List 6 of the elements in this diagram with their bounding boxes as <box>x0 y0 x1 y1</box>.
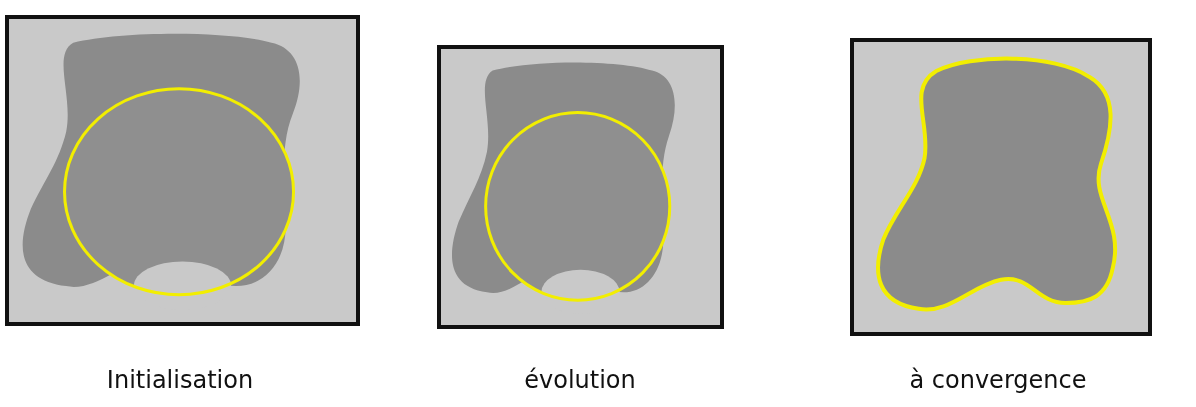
image-panel <box>5 15 360 326</box>
image-panel <box>850 38 1152 336</box>
image-panel <box>437 45 724 329</box>
image-caption: évolution <box>523 366 637 394</box>
image-caption: à convergence <box>908 366 1088 394</box>
image-caption: Initialisation <box>105 366 255 394</box>
